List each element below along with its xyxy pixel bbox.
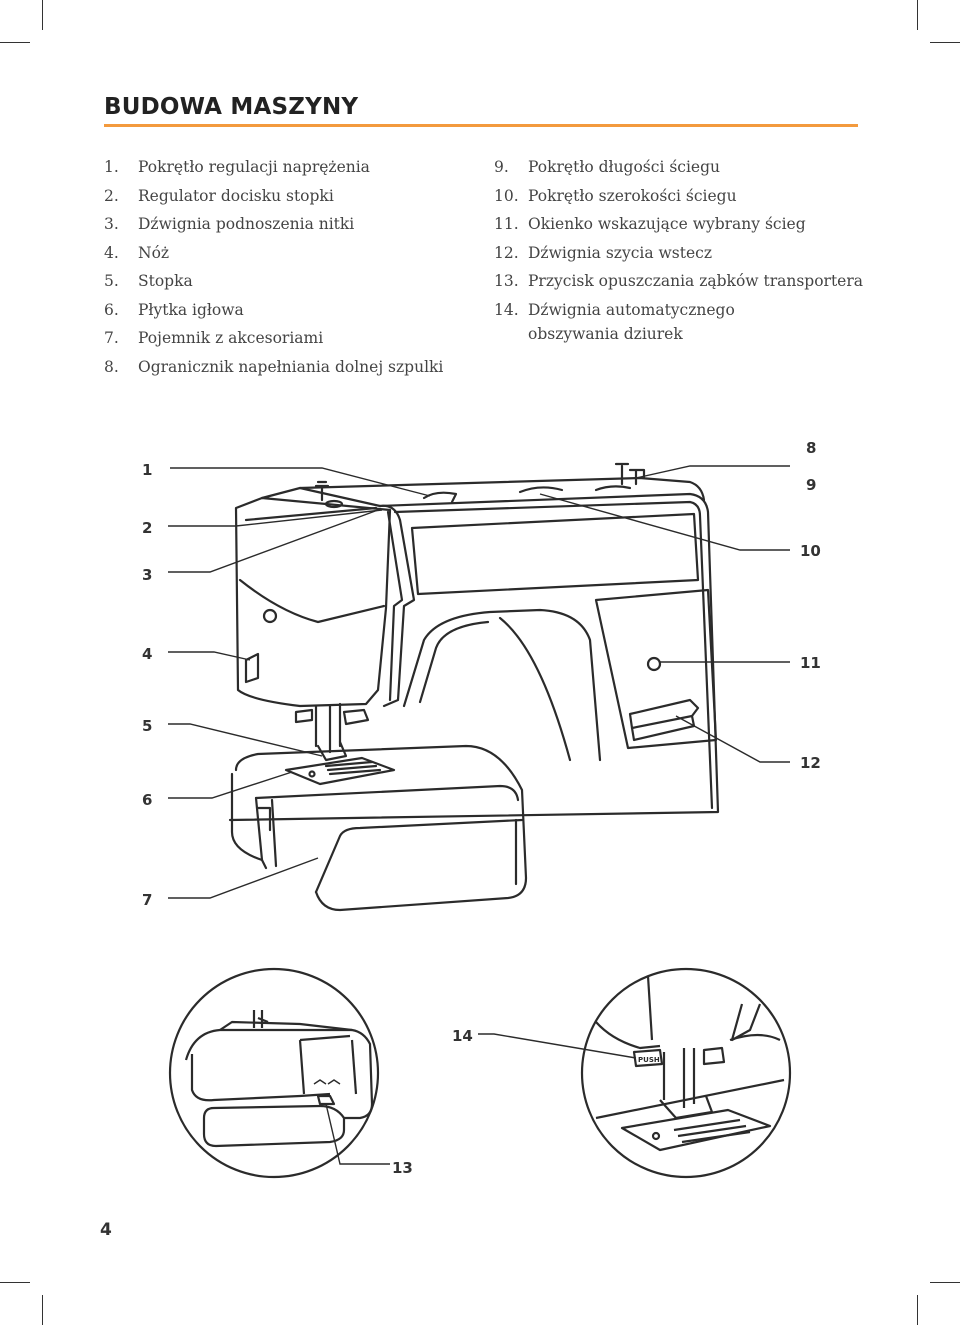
callout-10: 10 — [800, 542, 821, 560]
parts-list-left: 1.Pokrętło regulacji naprężenia 2.Regula… — [104, 153, 454, 381]
page-title: BUDOWA MASZYNY — [104, 94, 359, 120]
detail-circle-buttonhole-lever — [580, 967, 792, 1179]
list-item: 13.Przycisk opuszczania ząbków transport… — [494, 272, 864, 290]
crop-mark-bottom-right-v — [917, 1295, 918, 1325]
callout-9: 9 — [806, 476, 816, 494]
callout-8: 8 — [806, 439, 816, 457]
list-item: 5.Stopka — [104, 272, 193, 290]
detail-circle-feed-dogs — [168, 967, 380, 1179]
callout-7: 7 — [142, 891, 152, 909]
crop-mark-top-left-h — [0, 42, 30, 43]
push-label: PUSH — [638, 1056, 660, 1064]
list-item: 6.Płytka igłowa — [104, 300, 244, 319]
callout-4: 4 — [142, 645, 152, 663]
crop-mark-top-left-v — [42, 0, 43, 30]
callout-5: 5 — [142, 717, 152, 735]
list-item: 3.Dźwignia podnoszenia nitki — [104, 215, 355, 233]
list-item: 9.Pokrętło długości ściegu — [494, 158, 720, 176]
crop-mark-bottom-right-h — [930, 1282, 960, 1283]
title-rule — [104, 124, 858, 127]
crop-mark-top-right-v — [917, 0, 918, 30]
parts-list-right: 9.Pokrętło długości ściegu 10.Pokrętło s… — [494, 153, 864, 346]
callout-14: 14 — [452, 1027, 473, 1045]
crop-mark-top-right-h — [930, 42, 960, 43]
list-item: 10.Pokrętło szerokości ściegu — [494, 186, 737, 205]
callout-11: 11 — [800, 654, 821, 672]
page-number: 4 — [100, 1220, 112, 1240]
callout-6: 6 — [142, 791, 152, 809]
callout-2: 2 — [142, 519, 152, 537]
crop-mark-bottom-left-h — [0, 1282, 30, 1283]
list-item: 14.Dźwignia automatycznego obszywania dz… — [494, 300, 735, 343]
list-item: 7.Pojemnik z akcesoriami — [104, 329, 324, 347]
list-item: 11.Okienko wskazujące wybrany ścieg — [494, 215, 806, 233]
list-item: 1.Pokrętło regulacji naprężenia — [104, 158, 370, 176]
callout-3: 3 — [142, 566, 152, 584]
crop-mark-bottom-left-v — [42, 1295, 43, 1325]
callout-12: 12 — [800, 754, 821, 772]
callout-1: 1 — [142, 461, 152, 479]
list-item: 8.Ogranicznik napełniania dolnej szpulki — [104, 357, 444, 376]
list-item: 12.Dźwignia szycia wstecz — [494, 243, 713, 262]
callout-13: 13 — [392, 1159, 413, 1177]
list-item: 4.Nóż — [104, 243, 170, 262]
list-item: 2.Regulator docisku stopki — [104, 186, 334, 205]
